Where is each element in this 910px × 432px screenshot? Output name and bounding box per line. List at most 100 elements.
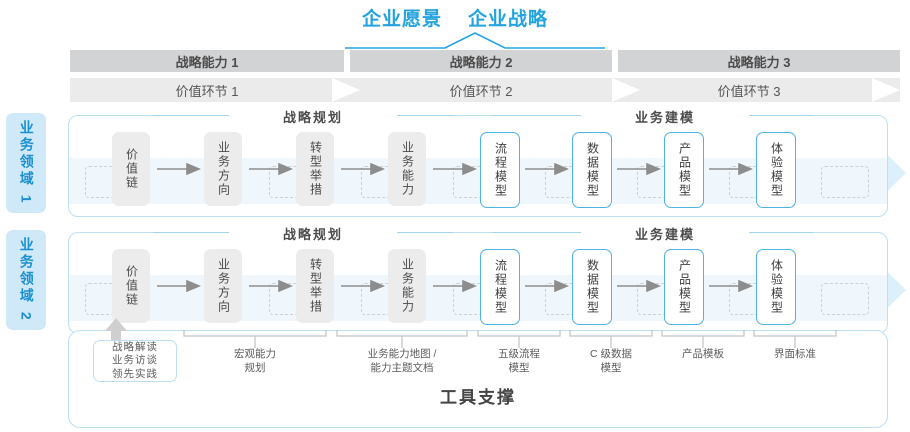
sidebar-domain-2-label: 业务领域 2	[18, 237, 35, 323]
capability-band-2-label: 战略能力 2	[449, 54, 513, 70]
tool-input-line-3: 领先实践	[112, 367, 158, 380]
tool-label-ui-standard: 界面标准	[755, 348, 835, 362]
tool-label-ui-standard-line1: 界面标准	[774, 348, 816, 360]
tool-label-data-model-line2: 模型	[600, 361, 622, 374]
row-2-arrow-3	[341, 280, 385, 292]
row-1-node-business-capability-label: 业务能力	[400, 141, 415, 197]
tool-support-title: 工具支撑	[440, 388, 516, 407]
row-2-node-transformation-measures-label: 转型举措	[308, 258, 323, 314]
tool-input-box[interactable]: 战略解读 业务访谈 领先实践	[93, 340, 177, 382]
tool-label-data-model: C 级数据 模型	[571, 348, 651, 375]
row-1-node-data-model[interactable]: 数据模型	[572, 132, 612, 208]
capability-band-3: 战略能力 3	[618, 50, 900, 72]
tool-input-line-2: 业务访谈	[112, 354, 158, 367]
row-1-arrow-1	[157, 163, 201, 175]
row-1-node-business-capability[interactable]: 业务能力	[388, 132, 426, 206]
row-2-node-business-direction-label: 业务方向	[216, 258, 231, 314]
row-1-node-transformation-measures[interactable]: 转型举措	[296, 132, 334, 206]
row-1-node-value-chain[interactable]: 价值链	[112, 132, 150, 206]
tool-support-frame: 工具支撑	[68, 330, 888, 428]
value-chain-band-3-label: 价值环节 3	[717, 83, 781, 99]
row-1-node-process-model-label: 流程模型	[493, 142, 508, 198]
row-1-section-1-title: 战略规划	[229, 107, 397, 125]
tool-label-product-template-line1: 产品模板	[682, 348, 724, 360]
bracket-product-template	[661, 330, 745, 348]
row-1-node-data-model-label: 数据模型	[585, 142, 600, 198]
value-chain-track	[70, 78, 900, 102]
bracket-process-model	[477, 330, 561, 348]
row-1-section-2-title: 业务建模	[581, 107, 749, 125]
sidebar-domain-1-label: 业务领域 1	[18, 120, 35, 206]
row-2-section-2-title: 业务建模	[581, 224, 749, 242]
row-1-arrow-4	[433, 163, 477, 175]
row-1-node-experience-model[interactable]: 体验模型	[756, 132, 796, 208]
value-chain-band-1-label: 价值环节 1	[175, 83, 239, 99]
capability-band-3-label: 战略能力 3	[727, 54, 791, 70]
enterprise-strategy-title: 企业战略	[468, 9, 549, 30]
tool-label-capability-map: 业务能力地图 / 能力主题文档	[337, 348, 467, 375]
row-2-node-process-model[interactable]: 流程模型	[480, 249, 520, 325]
tool-label-process-model-line2: 模型	[508, 361, 530, 374]
row-2-arrow-5	[525, 280, 569, 292]
row-1-node-process-model[interactable]: 流程模型	[480, 132, 520, 208]
capability-band-2: 战略能力 2	[350, 50, 612, 72]
value-chain-band-1: 价值环节 1	[70, 78, 344, 102]
row-2-node-business-capability-label: 业务能力	[400, 258, 415, 314]
tool-input-line-1: 战略解读	[112, 341, 158, 354]
value-chain-band-2: 价值环节 2	[350, 78, 612, 102]
row-2-node-business-capability[interactable]: 业务能力	[388, 249, 426, 323]
tool-label-process-model: 五级流程 模型	[479, 348, 559, 375]
domain-row-1: 战略规划 业务建模 价值链 业务方向 转型举措 业务能力 流程模型 数据模型	[68, 107, 888, 217]
row-1-dashbox-7	[821, 166, 869, 198]
row-2-node-experience-model[interactable]: 体验模型	[756, 249, 796, 325]
row-1-arrow-2	[249, 163, 293, 175]
value-chain-band-2-label: 价值环节 2	[449, 83, 513, 99]
row-2-arrow-4	[433, 280, 477, 292]
top-titles: 企业愿景 企业战略	[0, 4, 910, 31]
sidebar-domain-1[interactable]: 业务领域 1	[6, 113, 46, 213]
tool-label-process-model-line1: 五级流程	[498, 348, 540, 360]
capability-band-1-label: 战略能力 1	[175, 54, 239, 70]
domain-row-2: 战略规划 业务建模 价值链 业务方向 转型举措 业务能力 流程模型 数据模型 产…	[68, 224, 888, 334]
tool-label-data-model-line1: C 级数据	[590, 348, 632, 360]
tool-label-capability-map-line1: 业务能力地图 /	[367, 348, 437, 360]
row-2-node-transformation-measures[interactable]: 转型举措	[296, 249, 334, 323]
row-1-node-experience-model-label: 体验模型	[769, 142, 784, 198]
row-1-node-transformation-measures-label: 转型举措	[308, 141, 323, 197]
row-1-node-business-direction[interactable]: 业务方向	[204, 132, 242, 206]
row-1-node-business-direction-label: 业务方向	[216, 141, 231, 197]
bracket-data-model	[569, 330, 653, 348]
tool-label-macro-capability-line2: 规划	[244, 361, 266, 374]
row-2-node-product-model[interactable]: 产品模型	[664, 249, 704, 325]
row-2-arrow-6	[617, 280, 661, 292]
row-2-dashbox-7	[821, 283, 869, 315]
vision-peak-connector	[345, 32, 605, 49]
bracket-macro-capability	[183, 330, 327, 348]
row-2-arrow-2	[249, 280, 293, 292]
row-2-node-business-direction[interactable]: 业务方向	[204, 249, 242, 323]
row-2-node-experience-model-label: 体验模型	[769, 259, 784, 315]
row-1-arrow-7	[709, 163, 753, 175]
row-2-node-data-model-label: 数据模型	[585, 259, 600, 315]
row-1-arrow-3	[341, 163, 385, 175]
row-2-section-1-title: 战略规划	[229, 224, 397, 242]
tool-label-capability-map-line2: 能力主题文档	[370, 361, 434, 374]
row-1-arrow-5	[525, 163, 569, 175]
bracket-capability-map	[336, 330, 468, 348]
enterprise-vision-title: 企业愿景	[361, 9, 442, 30]
row-1-node-product-model[interactable]: 产品模型	[664, 132, 704, 208]
row-2-node-product-model-label: 产品模型	[677, 259, 692, 315]
row-2-node-data-model[interactable]: 数据模型	[572, 249, 612, 325]
bracket-ui-standard	[753, 330, 837, 348]
sidebar-domain-2[interactable]: 业务领域 2	[6, 230, 46, 330]
tool-label-macro-capability-line1: 宏观能力	[234, 348, 276, 360]
row-2-arrow-7	[709, 280, 753, 292]
row-2-arrow-1	[157, 280, 201, 292]
value-chain-band-3: 价值环节 3	[618, 78, 880, 102]
row-1-node-product-model-label: 产品模型	[677, 142, 692, 198]
tool-label-macro-capability: 宏观能力 规划	[195, 348, 315, 375]
row-2-node-value-chain[interactable]: 价值链	[112, 249, 150, 323]
row-1-node-value-chain-label: 价值链	[124, 148, 139, 190]
row-2-node-process-model-label: 流程模型	[493, 259, 508, 315]
